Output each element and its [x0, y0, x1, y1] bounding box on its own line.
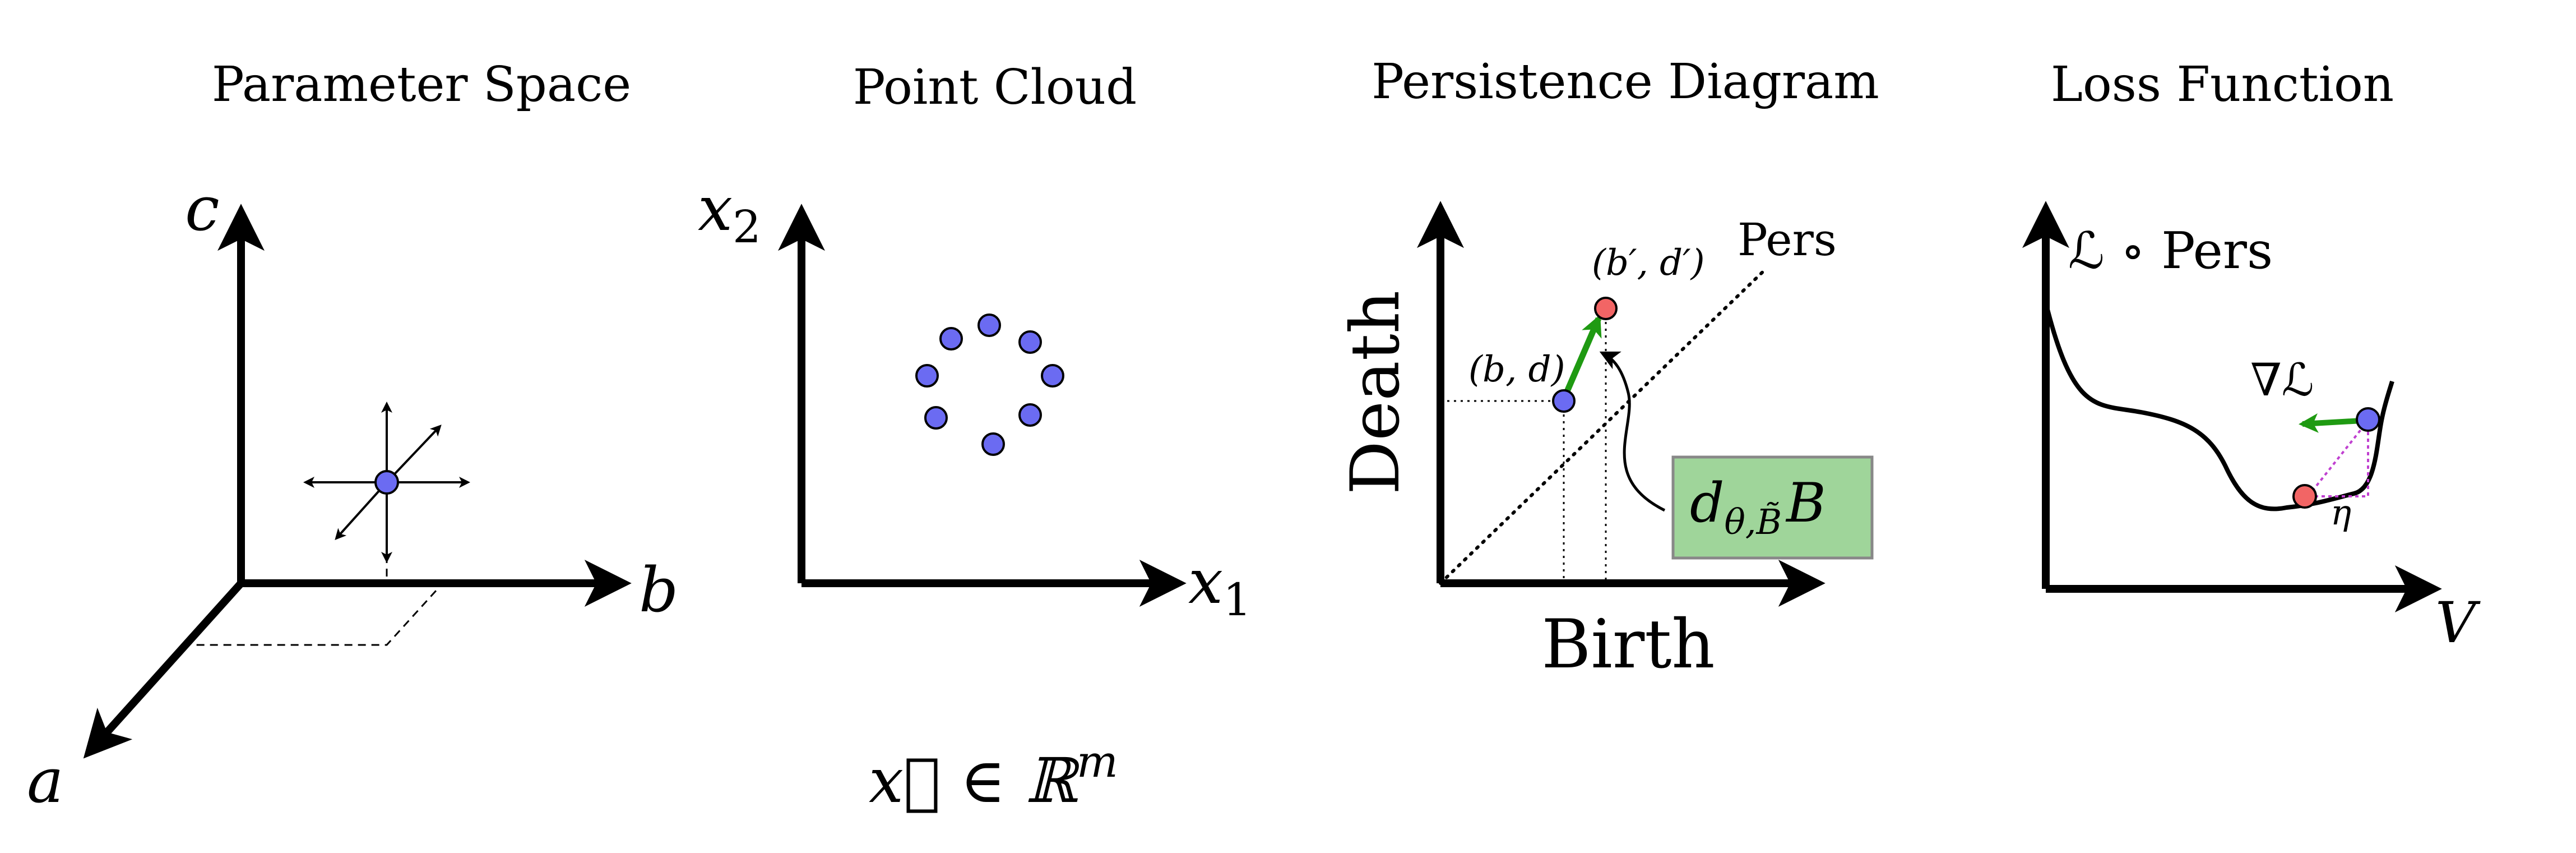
axis-label-v: V: [2435, 590, 2481, 656]
panel-point-cloud: Point Cloud x2 x1 x⃗ ∈ ℝm: [698, 59, 1252, 817]
axis-label-x1: x1: [1188, 546, 1252, 626]
panel-title: Parameter Space: [212, 57, 631, 113]
point-before: [1552, 389, 1576, 413]
guide-lines: [1440, 308, 1607, 583]
cloud-point: [1041, 364, 1064, 388]
panel-title: Loss Function: [2051, 57, 2394, 113]
panel-title: Point Cloud: [853, 59, 1137, 116]
depth-axis: [83, 580, 244, 759]
derivative-box: [1671, 455, 1874, 560]
gradient-arrow: [1563, 314, 1602, 394]
current-point: [2356, 407, 2380, 432]
cloud-point: [924, 406, 948, 430]
point-cloud-points: [915, 313, 1064, 456]
label-point-before: (b, d): [1468, 349, 1565, 390]
point-after: [1594, 297, 1618, 320]
point-cloud-caption: x⃗ ∈ ℝm: [869, 737, 1118, 817]
diagonal-line: [1439, 268, 1767, 585]
projection-dashes: [196, 488, 445, 646]
derivative-label: dθ,B̃B: [1690, 472, 1826, 542]
axis-label-c: c: [185, 173, 220, 245]
step-label: η: [2331, 492, 2351, 533]
label-point-after: (b′, d′): [1592, 242, 1705, 284]
cloud-point: [977, 313, 1001, 337]
diagonal-label: Pers: [1738, 214, 1837, 266]
axis-label-a: a: [27, 745, 64, 817]
step-triangle: [2305, 417, 2369, 497]
cloud-point: [981, 432, 1005, 456]
update-curve-arrow: [1599, 351, 1666, 512]
cloud-point: [915, 364, 939, 388]
loss-curve: [2044, 302, 2394, 511]
axis-label-b: b: [639, 554, 678, 626]
perturbation-arrows: [303, 402, 470, 563]
axis-label-loss: ℒ ∘ Pers: [2068, 222, 2273, 280]
panel-title: Persistence Diagram: [1372, 54, 1879, 110]
axis-label-x2: x2: [698, 173, 761, 253]
gradient-label: ∇ℒ: [2250, 354, 2314, 406]
updated-point: [2292, 484, 2317, 509]
descent-arrow: [2299, 413, 2363, 433]
cloud-point: [939, 327, 963, 351]
cloud-point: [1018, 403, 1042, 427]
parameter-point: [374, 470, 399, 495]
cloud-point: [1018, 330, 1042, 354]
axis-label-death: Death: [1337, 291, 1415, 495]
panel-persistence-diagram: Persistence Diagram Birth Death Pers (b,…: [1337, 54, 1879, 684]
panel-parameter-space: Parameter Space c b a: [27, 57, 678, 817]
panel-loss-function: Loss Function ℒ ∘ Pers V η ∇ℒ: [2022, 57, 2481, 656]
axis-label-birth: Birth: [1541, 606, 1715, 684]
